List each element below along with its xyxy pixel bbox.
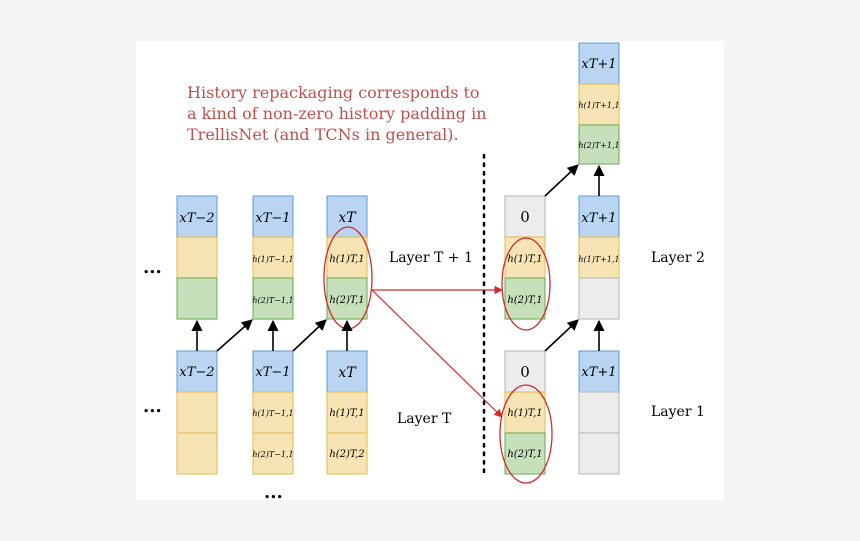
cell-h1-label: h(1)T,1 bbox=[507, 254, 542, 265]
cell-h2-label: h(2)T−1,1 bbox=[252, 450, 293, 459]
cell-x-label: xT bbox=[338, 210, 357, 226]
caption-line-2: a kind of non-zero history padding in bbox=[187, 104, 487, 123]
caption-line-3: TrellisNet (and TCNs in general). bbox=[187, 125, 459, 144]
cell-h1-label: h(1)T,1 bbox=[329, 408, 364, 419]
cell-x-label: xT−1 bbox=[255, 365, 290, 380]
cell-h2-label: h(2)T+1,1 bbox=[578, 141, 619, 150]
cell-h2-label: h(2)T−1,1 bbox=[252, 296, 293, 305]
cell-x-label: xT−2 bbox=[179, 365, 214, 380]
column-top-left-2: xT−1 h(1)T−1,1 h(2)T−1,1 bbox=[252, 195, 294, 320]
cell-zero-label: 0 bbox=[520, 208, 530, 226]
column-bottom-left-2: xT−1 h(1)T−1,1 h(2)T−1,1 bbox=[252, 350, 294, 475]
column-output-mid: xT+1 h(1)T+1,1 bbox=[578, 195, 620, 320]
cell-x-label: xT bbox=[338, 365, 357, 381]
arrows-left bbox=[191, 319, 353, 352]
column-bottom-left-1: xT−2 bbox=[176, 350, 218, 475]
layer-label-right-bottom: Layer 1 bbox=[651, 404, 705, 420]
cell-x-label: xT+1 bbox=[581, 365, 616, 380]
ellipsis-top-left: ... bbox=[143, 257, 162, 278]
column-right-top-padding: 0 h(1)T,1 h(2)T,1 bbox=[504, 195, 546, 320]
panel bbox=[136, 41, 724, 500]
cell-h2-label: h(2)T,1 bbox=[507, 449, 542, 460]
caption-line-1: History repackaging corresponds to bbox=[187, 83, 480, 102]
ellipsis-bottom-left: ... bbox=[143, 396, 162, 417]
cell-x-label: xT−1 bbox=[255, 211, 290, 226]
layer-label-left-top: Layer T + 1 bbox=[389, 250, 473, 266]
layer-label-left-bottom: Layer T bbox=[397, 411, 452, 427]
column-right-bottom-padding: 0 h(1)T,1 h(2)T,1 bbox=[504, 350, 546, 475]
cell-h1-label: h(1)T−1,1 bbox=[252, 409, 293, 418]
highlight-ellipse-right-top bbox=[501, 237, 551, 331]
layer-label-right-top: Layer 2 bbox=[651, 250, 705, 266]
cell-x-label: xT+1 bbox=[581, 57, 616, 72]
arrows-right bbox=[544, 164, 605, 352]
cell-h2-label: h(2)T,1 bbox=[507, 295, 542, 306]
column-output-top: xT+1 h(1)T+1,1 h(2)T+1,1 bbox=[578, 42, 620, 165]
column-top-left-1: xT−2 bbox=[176, 195, 218, 320]
column-output-bottom: xT+1 bbox=[578, 350, 620, 475]
column-bottom-left-3: xT h(1)T,1 h(2)T,2 bbox=[326, 350, 368, 475]
cell-h1-label: h(1)T−1,1 bbox=[252, 255, 293, 264]
arrows-red bbox=[371, 285, 503, 418]
cell-h1-label: h(1)T,1 bbox=[329, 254, 364, 265]
highlight-ellipse-right-bottom bbox=[499, 384, 553, 484]
cell-zero-label: 0 bbox=[520, 363, 530, 381]
cell-h1-label: h(1)T+1,1 bbox=[578, 101, 619, 110]
cell-x-label: xT−2 bbox=[179, 211, 214, 226]
cell-h2-label: h(2)T,2 bbox=[329, 449, 364, 460]
cell-h2-label: h(2)T,1 bbox=[329, 295, 364, 306]
ellipsis-bottom-center: ... bbox=[264, 482, 283, 503]
column-top-left-3: xT h(1)T,1 h(2)T,1 bbox=[326, 195, 368, 320]
cell-h1-label: h(1)T,1 bbox=[507, 408, 542, 419]
cell-x-label: xT+1 bbox=[581, 211, 616, 226]
cell-h1-label: h(1)T+1,1 bbox=[578, 255, 619, 264]
